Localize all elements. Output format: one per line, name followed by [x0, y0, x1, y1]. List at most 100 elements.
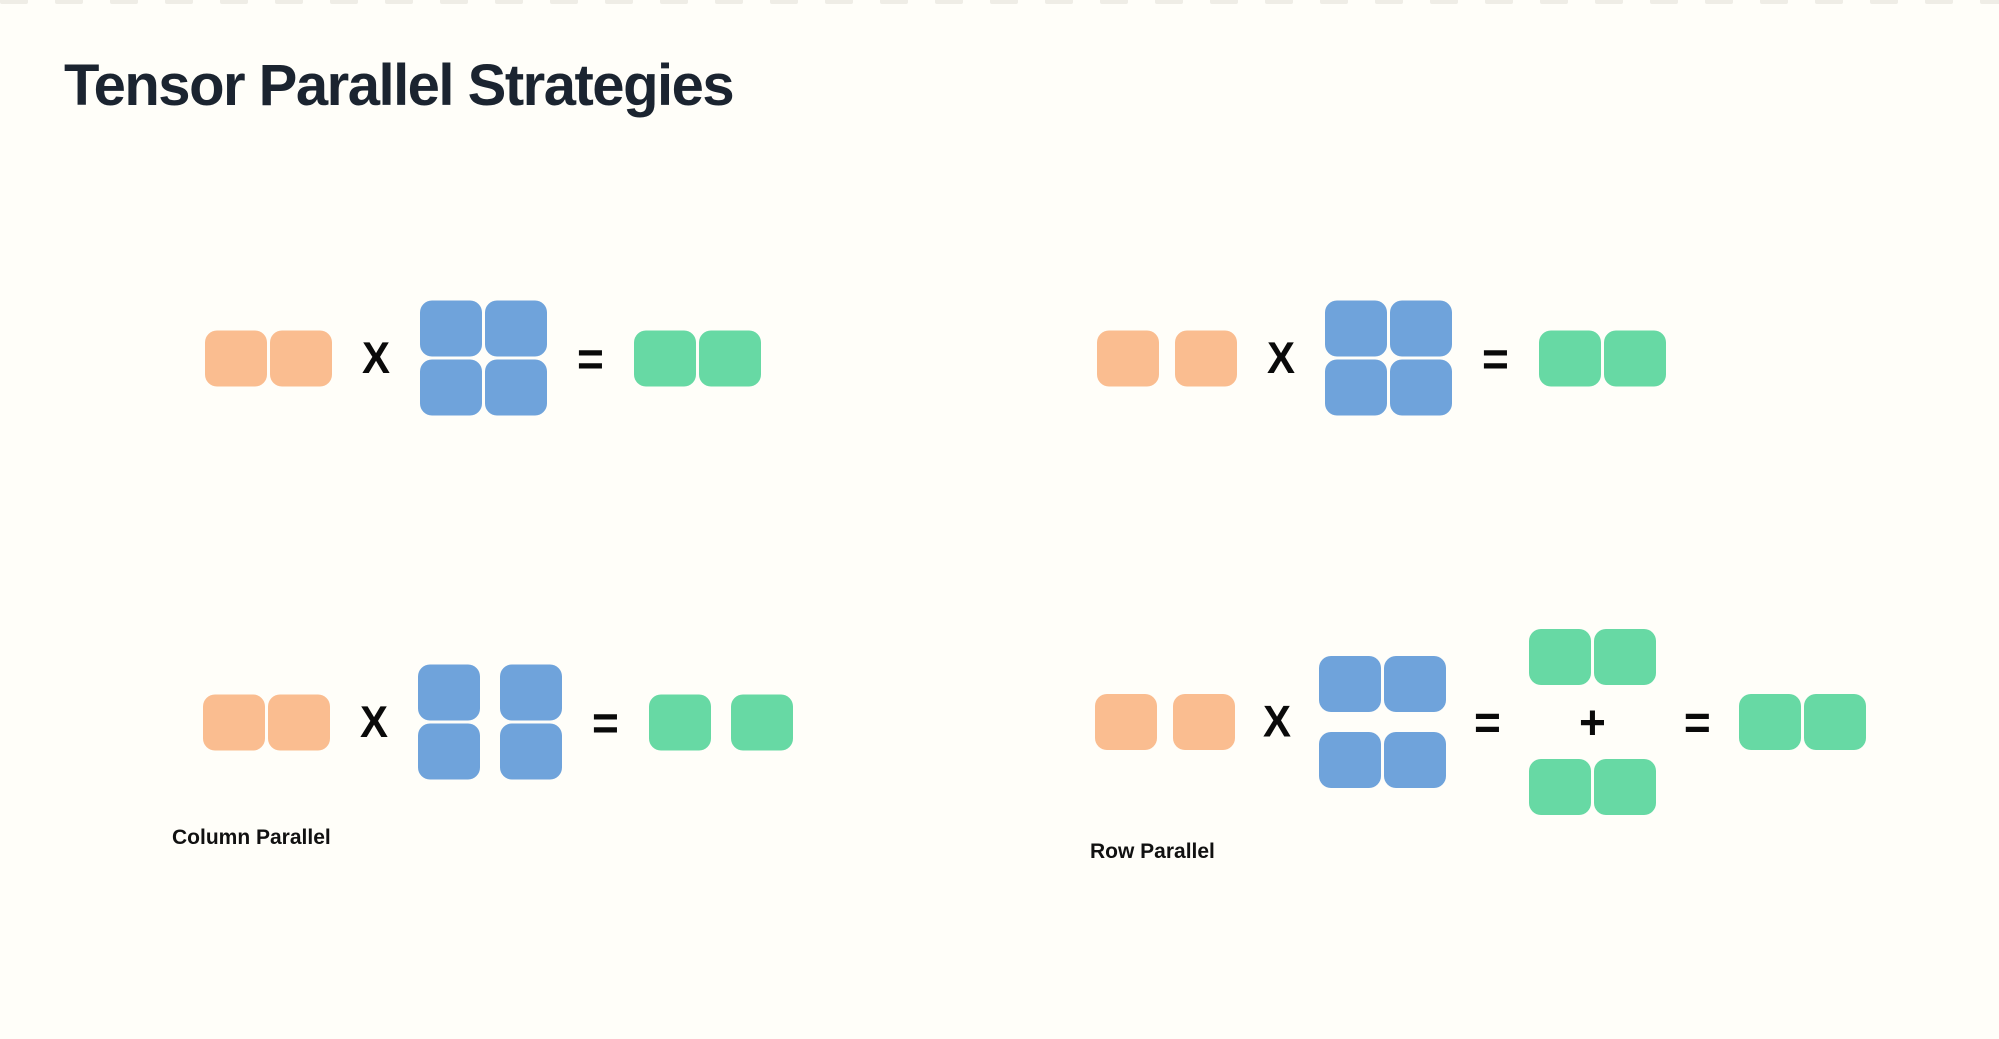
strip-square: [1485, 0, 1513, 4]
strip-square: [1760, 0, 1788, 4]
equals-operator: =: [577, 330, 604, 386]
weight-tile: [485, 300, 548, 357]
multiply-operator: X: [1267, 332, 1296, 383]
partial-output-pair: [1528, 629, 1656, 685]
output-tile: [730, 694, 793, 750]
weight-tile: [420, 300, 483, 357]
strip-square: [1925, 0, 1953, 4]
weight-tile: [1319, 732, 1382, 788]
strip-square: [110, 0, 138, 4]
strip-square: [880, 0, 908, 4]
input-tile: [1095, 694, 1157, 750]
strip-square: [1650, 0, 1678, 4]
strip-square: [275, 0, 303, 4]
input-pair: [203, 694, 330, 750]
output-tile: [1603, 330, 1666, 386]
multiply-operator: X: [362, 332, 391, 383]
strip-square: [1430, 0, 1458, 4]
strip-square: [770, 0, 798, 4]
output-tile: [1528, 629, 1591, 685]
strip-square: [330, 0, 358, 4]
strip-square: [1155, 0, 1183, 4]
output-tile: [1803, 694, 1866, 750]
output-tile: [1593, 759, 1656, 815]
strip-square: [605, 0, 633, 4]
output-tile: [698, 330, 761, 386]
strip-square: [1265, 0, 1293, 4]
weight-tile: [1390, 359, 1453, 416]
strip-square: [715, 0, 743, 4]
strip-square: [220, 0, 248, 4]
weight-tile: [1384, 656, 1447, 712]
equals-operator: =: [592, 694, 619, 750]
partial-output-pair: [1528, 759, 1656, 815]
weight-tile: [1384, 732, 1447, 788]
diagram-top-left: X =: [205, 300, 761, 416]
input-tile: [270, 330, 332, 386]
multiply-operator: X: [1263, 696, 1292, 747]
strip-square: [1100, 0, 1128, 4]
output-tile: [1528, 759, 1591, 815]
strip-square: [1375, 0, 1403, 4]
equals-operator: =: [1482, 330, 1509, 386]
weight-tile: [418, 664, 481, 721]
input-tile: [268, 694, 330, 750]
input-tile: [1173, 694, 1235, 750]
output-pair-split: [648, 694, 793, 750]
output-tile: [648, 694, 711, 750]
strip-square: [1815, 0, 1843, 4]
output-tile: [633, 330, 696, 386]
output-tile: [1738, 694, 1801, 750]
weight-grid: [1325, 300, 1453, 416]
strip-square: [1595, 0, 1623, 4]
multiply-operator: X: [360, 696, 389, 747]
weight-grid-column-split: [418, 664, 563, 780]
weight-tile: [1325, 300, 1388, 357]
strip-square: [550, 0, 578, 4]
strip-square: [165, 0, 193, 4]
strip-square: [935, 0, 963, 4]
row-parallel-label: Row Parallel: [1090, 840, 1215, 863]
strip-square: [1045, 0, 1073, 4]
strip-square: [1705, 0, 1733, 4]
weight-tile: [418, 723, 481, 780]
plus-operator: +: [1578, 694, 1606, 750]
weight-grid-row-split: [1319, 656, 1447, 788]
strip-square: [440, 0, 468, 4]
diagram-row-parallel: X = + =: [1095, 629, 1866, 815]
equals-operator: =: [1474, 694, 1501, 750]
input-pair: [205, 330, 332, 386]
top-strip: [0, 0, 1999, 4]
weight-tile: [485, 359, 548, 416]
strip-square: [1540, 0, 1568, 4]
input-tile: [203, 694, 265, 750]
partial-sum-column: +: [1528, 629, 1656, 815]
strip-square: [55, 0, 83, 4]
strip-square: [660, 0, 688, 4]
input-pair: [1095, 694, 1235, 750]
strip-square: [1980, 0, 1999, 4]
strip-square: [1320, 0, 1348, 4]
weight-tile: [500, 664, 563, 721]
weight-tile: [1325, 359, 1388, 416]
strip-square: [1870, 0, 1898, 4]
strip-square: [385, 0, 413, 4]
strip-square: [0, 0, 28, 4]
input-pair: [1097, 330, 1237, 386]
equals-operator: =: [1683, 694, 1711, 750]
input-tile: [1097, 330, 1159, 386]
weight-tile: [1390, 300, 1453, 357]
strip-square: [990, 0, 1018, 4]
weight-tile: [420, 359, 483, 416]
page-title: Tensor Parallel Strategies: [64, 53, 735, 118]
weight-grid: [420, 300, 548, 416]
output-tile: [1593, 629, 1656, 685]
output-tile: [1538, 330, 1601, 386]
diagram-column-parallel: X =: [203, 664, 793, 780]
weight-tile: [500, 723, 563, 780]
column-parallel-label: Column Parallel: [172, 826, 331, 849]
output-pair: [633, 330, 761, 386]
input-tile: [1175, 330, 1237, 386]
output-pair: [1738, 694, 1866, 750]
